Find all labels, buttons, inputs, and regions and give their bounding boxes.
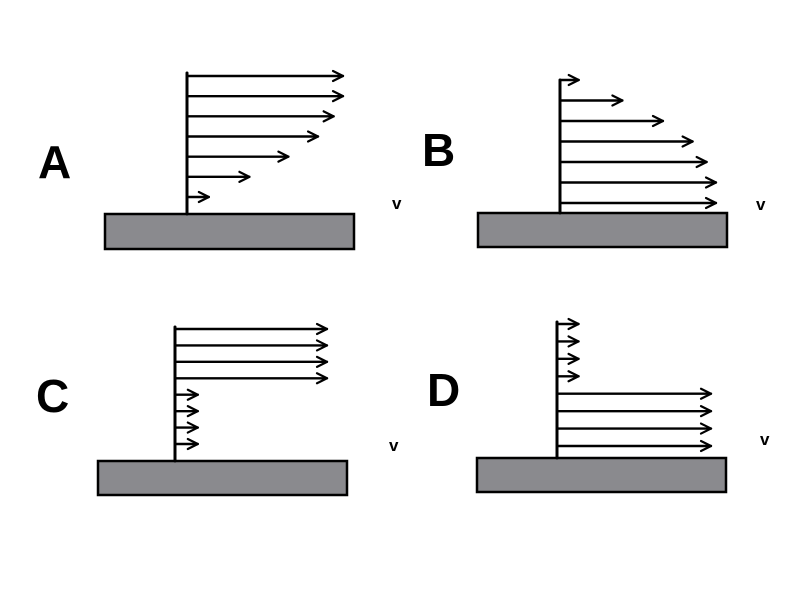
velocity-label: v xyxy=(756,195,766,214)
velocity-arrow xyxy=(185,69,345,83)
arrow-head xyxy=(699,439,713,453)
velocity-arrow xyxy=(555,387,713,400)
panel-label: C xyxy=(36,370,69,422)
velocity-arrow xyxy=(185,190,211,204)
velocity-arrow xyxy=(558,155,708,169)
arrow-head xyxy=(699,405,713,418)
arrow-head xyxy=(704,176,718,189)
arrow-head xyxy=(567,352,580,365)
arrow-head xyxy=(699,422,713,435)
arrow-head xyxy=(322,110,335,123)
velocity-arrow xyxy=(558,196,718,210)
panel-label: A xyxy=(38,136,71,188)
arrow-head xyxy=(651,114,665,128)
arrow-head xyxy=(315,339,329,352)
velocity-arrows xyxy=(555,317,713,453)
panel-a: A v xyxy=(38,69,402,251)
arrow-head xyxy=(186,437,199,451)
wall-surface xyxy=(475,456,728,494)
panel-d: D v xyxy=(427,317,770,494)
panel-b: B v xyxy=(422,73,766,249)
velocity-arrow xyxy=(173,372,329,385)
velocity-arrow xyxy=(185,170,251,183)
velocity-arrow xyxy=(173,421,200,434)
velocity-arrow xyxy=(185,110,335,123)
arrow-head xyxy=(238,170,251,183)
velocity-arrow xyxy=(558,94,624,107)
panel-label: D xyxy=(427,364,460,416)
velocity-arrow xyxy=(173,355,329,368)
velocity-label: v xyxy=(760,430,770,449)
arrow-head xyxy=(186,405,199,418)
arrow-head xyxy=(699,387,713,400)
arrow-head xyxy=(315,372,329,385)
arrow-head xyxy=(567,335,580,348)
arrow-head xyxy=(331,69,345,83)
velocity-arrow xyxy=(555,370,580,383)
velocity-arrow xyxy=(173,437,200,451)
velocity-arrow xyxy=(558,114,665,128)
velocity-arrow xyxy=(173,405,200,418)
wall-surface xyxy=(96,459,349,497)
velocity-label: v xyxy=(389,436,399,455)
arrow-head xyxy=(315,322,329,336)
velocity-arrows xyxy=(558,73,718,210)
arrow-head xyxy=(567,317,580,331)
velocity-arrow xyxy=(558,176,718,189)
wall-surface xyxy=(476,211,729,249)
velocity-arrow xyxy=(173,322,329,336)
velocity-arrow xyxy=(558,135,694,148)
arrow-head xyxy=(681,135,694,148)
velocity-arrows xyxy=(185,69,345,204)
velocity-arrow xyxy=(558,73,580,87)
velocity-arrow xyxy=(185,90,345,103)
velocity-arrow xyxy=(555,439,713,453)
velocity-arrow xyxy=(555,405,713,418)
velocity-arrow xyxy=(555,422,713,435)
arrow-head xyxy=(186,388,199,401)
wall-surface xyxy=(103,212,356,251)
velocity-arrow xyxy=(555,352,580,365)
velocity-arrow xyxy=(185,130,320,143)
arrow-head xyxy=(315,355,329,368)
arrow-head xyxy=(567,73,580,87)
arrow-head xyxy=(695,155,708,169)
velocity-arrow xyxy=(185,150,290,163)
velocity-label: v xyxy=(392,194,402,213)
arrow-head xyxy=(186,421,199,434)
arrow-head xyxy=(611,94,624,107)
velocity-arrow xyxy=(173,388,200,401)
velocity-arrow xyxy=(555,335,580,348)
velocity-arrows xyxy=(173,322,329,451)
arrow-head xyxy=(197,190,210,204)
arrow-head xyxy=(277,150,290,163)
arrow-head xyxy=(306,130,320,143)
arrow-head xyxy=(331,90,345,103)
arrow-head xyxy=(567,370,580,383)
panel-label: B xyxy=(422,124,455,176)
arrow-head xyxy=(704,196,718,210)
velocity-arrow xyxy=(173,339,329,352)
panel-c: C v xyxy=(36,322,399,497)
velocity-arrow xyxy=(555,317,580,331)
